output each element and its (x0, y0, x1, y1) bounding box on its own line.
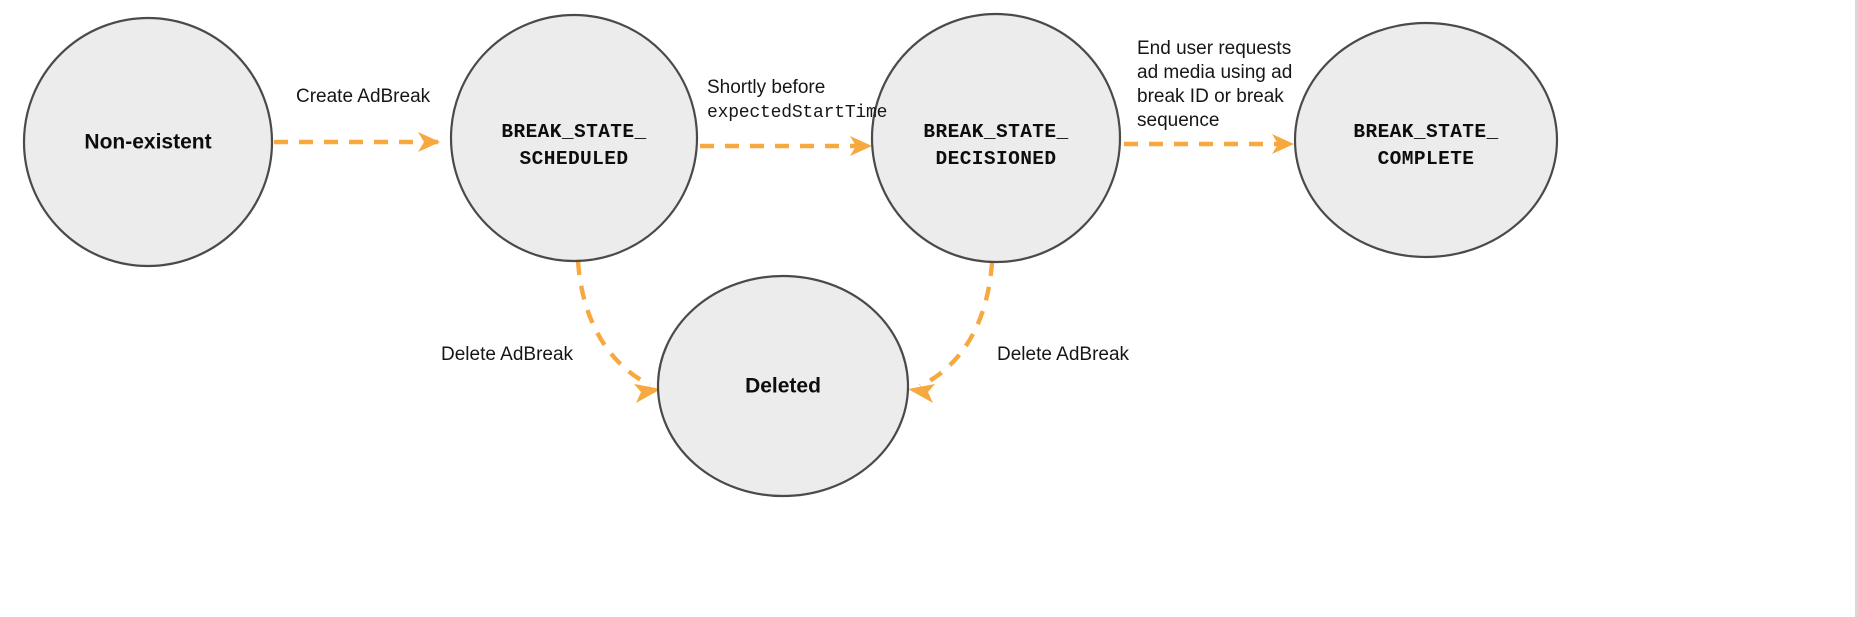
node-label-line1: BREAK_STATE_ (501, 121, 646, 143)
arrowhead-icon (634, 384, 661, 403)
node-ellipse (870, 12, 1122, 264)
state-node-deleted[interactable]: Deleted (656, 274, 910, 498)
arrowhead-icon (850, 136, 872, 156)
edge-shortly-before-expected-start-time[interactable] (700, 136, 872, 156)
node-label-line1: BREAK_STATE_ (923, 121, 1068, 143)
node-label-line1: Non-existent (84, 131, 211, 154)
node-label-line2: COMPLETE (1378, 148, 1475, 170)
edge-path (575, 260, 651, 387)
edge-label-delete-adbreak-left: Delete AdBreak (441, 344, 574, 365)
node-label-line1: BREAK_STATE_ (1353, 121, 1498, 143)
edge-labels-layer: Create AdBreak Shortly before expectedSt… (296, 38, 1292, 365)
node-ellipse (656, 274, 910, 498)
edge-delete-adbreak-from-decisioned[interactable] (908, 261, 995, 403)
edge-label-part-mono: AdBreak (500, 344, 573, 365)
state-node-non-existent[interactable]: Non-existent (22, 16, 274, 268)
edge-label-create-adbreak: Create AdBreak (296, 86, 431, 107)
node-label-line2: DECISIONED (935, 148, 1056, 170)
node-ellipse (1293, 21, 1559, 259)
edge-label-part-sans: Create (296, 86, 357, 107)
arrowhead-icon (418, 132, 440, 152)
edge-label-part-mono: AdBreak (357, 86, 430, 107)
edge-label-delete-adbreak-right: Delete AdBreak (997, 344, 1130, 365)
arrowhead-icon (1272, 134, 1294, 154)
node-label-line1: Deleted (745, 375, 821, 398)
state-node-break-state-complete[interactable]: BREAK_STATE_ COMPLETE (1293, 21, 1559, 259)
node-ellipse (22, 16, 274, 268)
right-edge-divider (1855, 0, 1858, 617)
node-label-line2: SCHEDULED (520, 148, 629, 170)
edge-label-shortly-before: Shortly before (707, 77, 825, 98)
node-ellipse (449, 13, 699, 263)
edge-label-part-sans: Delete (997, 344, 1056, 365)
edge-create-adbreak[interactable] (274, 132, 440, 152)
edge-label-end-user-line1: End user requests (1137, 38, 1291, 59)
edge-label-expected-start-time: expectedStartTime (707, 103, 887, 123)
edges-layer (274, 132, 1294, 403)
edge-path (919, 261, 995, 388)
edge-label-end-user-line2: ad media using ad (1137, 62, 1292, 83)
state-node-break-state-scheduled[interactable]: BREAK_STATE_ SCHEDULED (449, 13, 699, 263)
edge-delete-adbreak-from-scheduled[interactable] (575, 260, 661, 403)
state-node-break-state-decisioned[interactable]: BREAK_STATE_ DECISIONED (870, 12, 1122, 264)
edge-label-end-user-line4: sequence (1137, 110, 1219, 131)
edge-label-part-mono: AdBreak (1056, 344, 1129, 365)
edge-label-part-sans: Delete (441, 344, 500, 365)
edge-end-user-requests-ad-media[interactable] (1124, 134, 1294, 154)
nodes-layer: Non-existent BREAK_STATE_ SCHEDULED BREA… (22, 12, 1559, 498)
arrowhead-icon (908, 384, 935, 403)
edge-label-end-user-line3: break ID or break (1137, 86, 1284, 107)
